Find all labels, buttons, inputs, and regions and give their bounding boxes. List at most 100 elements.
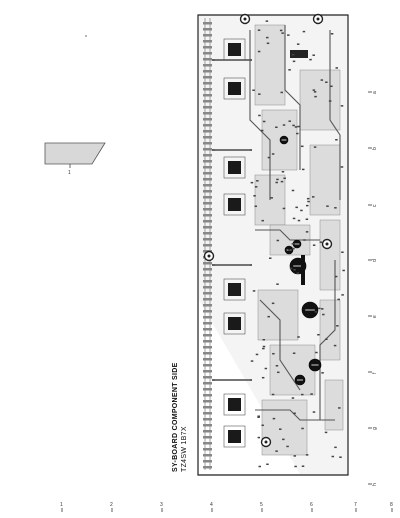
power-resistor — [301, 255, 305, 285]
smd-component — [282, 207, 286, 210]
smd-component — [339, 456, 342, 458]
connector-pin — [203, 118, 212, 121]
connector-pin — [203, 274, 212, 277]
bottom-edge-mark: 2 — [110, 502, 113, 508]
smd-component — [275, 181, 278, 184]
smd-component — [282, 124, 286, 126]
connector-pin — [203, 22, 212, 25]
smd-component — [282, 438, 285, 441]
connector-pin — [203, 352, 212, 355]
smd-component — [341, 294, 344, 296]
smd-component — [330, 85, 333, 88]
smd-component — [319, 241, 323, 243]
smd-component — [255, 353, 259, 356]
connector-pin — [203, 418, 212, 421]
smd-component — [313, 91, 317, 93]
smd-component — [335, 67, 339, 69]
smd-component — [328, 100, 332, 102]
connector-pin — [203, 322, 212, 325]
smd-component — [270, 197, 273, 199]
smd-component — [279, 29, 283, 32]
smd-component — [283, 177, 286, 180]
side-connector-panel — [44, 142, 106, 165]
copper-trace — [319, 260, 336, 420]
smd-component — [257, 415, 260, 417]
connector-pin — [203, 286, 212, 289]
smd-component — [250, 181, 254, 184]
smd-component — [307, 200, 310, 203]
smd-component — [334, 207, 337, 209]
connector-pin — [203, 208, 212, 211]
smd-component — [261, 424, 264, 427]
smd-component — [266, 463, 269, 466]
smd-component — [250, 360, 254, 362]
copper-pour — [261, 399, 308, 456]
smd-component — [306, 197, 310, 200]
smd-component — [256, 180, 259, 182]
connector-pin — [203, 148, 212, 151]
connector-pin — [203, 40, 212, 43]
connector-pin — [203, 106, 212, 109]
smd-component — [272, 417, 276, 420]
connector-pin — [203, 94, 212, 97]
smd-component — [314, 311, 318, 313]
connector-pin — [203, 154, 212, 157]
driver-ic-outline — [223, 77, 246, 100]
smd-component — [260, 129, 264, 132]
smd-component — [275, 364, 279, 367]
connector-pin — [203, 124, 212, 127]
connector-pin — [203, 340, 212, 343]
connector-pin — [203, 400, 212, 403]
smd-component — [309, 58, 312, 61]
connector-pin — [203, 412, 212, 415]
connector-pin — [203, 244, 212, 247]
smd-component — [288, 69, 291, 71]
bottom-edge-mark: 3 — [160, 502, 163, 508]
copper-trace — [255, 409, 335, 421]
smd-component — [258, 93, 261, 95]
smd-component — [303, 239, 306, 241]
smd-component — [321, 372, 324, 374]
smd-component — [289, 267, 293, 270]
mounting-hole-center — [243, 17, 247, 21]
driver-ic — [228, 161, 241, 174]
connector-pin — [203, 202, 212, 205]
driver-ic — [228, 317, 241, 330]
smd-component — [272, 352, 275, 355]
driver-ic — [228, 398, 241, 411]
smd-component — [271, 393, 275, 396]
smd-component — [322, 313, 325, 316]
driver-ic-outline — [223, 312, 246, 335]
smd-component — [342, 269, 345, 272]
right-edge-mark: d — [372, 259, 378, 262]
connector-pin — [203, 298, 212, 301]
smd-component — [267, 315, 270, 318]
smd-component — [287, 34, 290, 36]
smd-component — [294, 465, 297, 468]
smd-component — [292, 124, 295, 127]
connector-pin — [203, 466, 212, 469]
driver-ic-outline — [223, 193, 246, 216]
smd-component — [262, 339, 266, 341]
bottom-edge-mark: 8 — [390, 502, 393, 508]
connector-pin — [203, 346, 212, 349]
bottom-edge-mark: 4 — [210, 502, 213, 508]
smd-component — [292, 60, 296, 63]
smd-component — [324, 431, 328, 434]
smd-component — [335, 139, 338, 141]
connector-pin — [203, 130, 212, 133]
connector-pin — [203, 328, 212, 331]
connector-pin — [203, 232, 212, 235]
smd-component — [297, 219, 301, 222]
smd-component — [292, 247, 295, 250]
right-edge-mark: c — [372, 204, 378, 207]
smd-component — [326, 205, 329, 207]
smd-component — [252, 290, 256, 292]
connector-pin — [203, 280, 212, 283]
connector-pin — [203, 34, 212, 37]
smd-component — [311, 196, 315, 198]
connector-pin — [203, 136, 212, 139]
smd-component — [312, 89, 316, 91]
smd-component — [301, 393, 304, 396]
